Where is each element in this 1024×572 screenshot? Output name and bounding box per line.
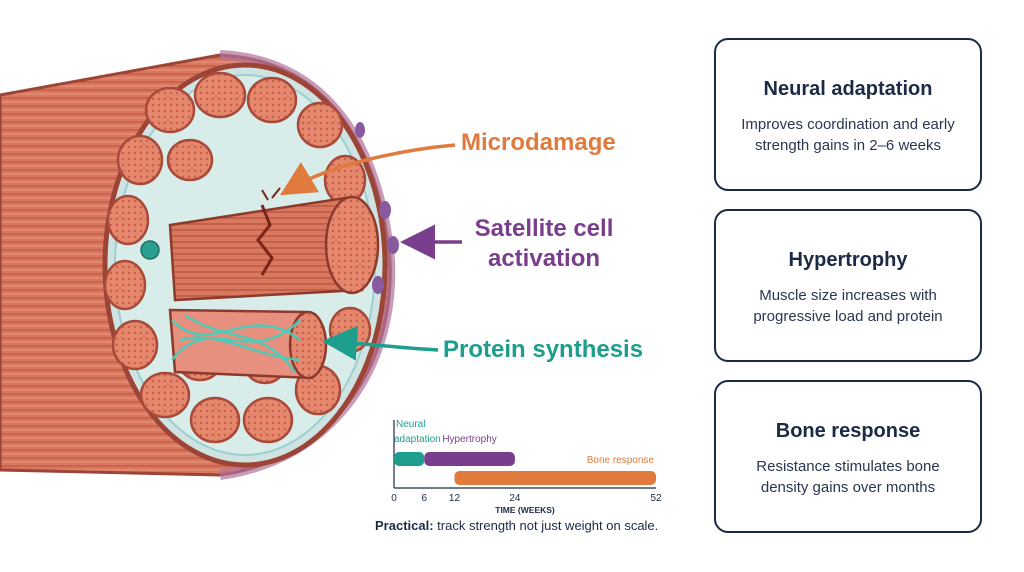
edge-nuclei	[355, 122, 399, 294]
timeline-bar-label: Bone response	[587, 455, 655, 466]
practical-note: Practical: track strength not just weigh…	[375, 518, 658, 533]
protein-fiber	[168, 308, 328, 380]
tick-label: 0	[391, 493, 397, 504]
callout-microdamage: Microdamage	[461, 129, 616, 156]
fascicles	[103, 71, 372, 444]
card-text: Resistance stimulates bone density gains…	[756, 458, 940, 496]
tick-label: 12	[449, 493, 461, 504]
timeline-bar-label: Hypertrophy	[442, 434, 496, 445]
card-neural-adaptation: Neural adaptation Improves coordination …	[714, 38, 982, 191]
card-text: Improves coordination and early strength…	[741, 116, 955, 154]
timeline-bar-0	[394, 452, 425, 466]
tick-label: 6	[421, 493, 427, 504]
practical-text: track strength not just weight on scale.	[433, 518, 659, 533]
x-axis-label: TIME (WEEKS)	[495, 505, 555, 515]
callout-satellite-line1: Satellite cell	[474, 215, 614, 242]
callout-satellite-line2: activation	[487, 245, 601, 272]
damaged-fiber	[168, 187, 380, 302]
card-title: Neural adaptation	[763, 78, 933, 100]
card-hypertrophy: Hypertrophy Muscle size increases with p…	[714, 209, 982, 362]
practical-lead: Practical:	[375, 518, 434, 533]
card-title: Bone response	[775, 420, 921, 442]
timeline-bar-label: adaptation	[394, 434, 441, 445]
timeline-bar-2	[454, 471, 656, 485]
muscle-cross-section-illustration	[0, 50, 462, 480]
satellite-cell	[140, 240, 160, 260]
callout-protein-synthesis: Protein synthesis	[443, 336, 644, 363]
card-title: Hypertrophy	[788, 249, 908, 271]
card-text: Muscle size increases with progressive l…	[753, 287, 943, 325]
card-bone-response: Bone response Resistance stimulates bone…	[714, 380, 982, 533]
callout-satellite-cell: Satellite cell activation	[470, 214, 618, 274]
microdamage-arrow	[280, 143, 456, 196]
tick-label: 52	[650, 493, 662, 504]
timeline-bar-1	[424, 452, 515, 466]
timeline-bar-label: Neural	[396, 419, 425, 430]
tick-label: 24	[509, 493, 521, 504]
protein-arrow	[322, 325, 439, 361]
